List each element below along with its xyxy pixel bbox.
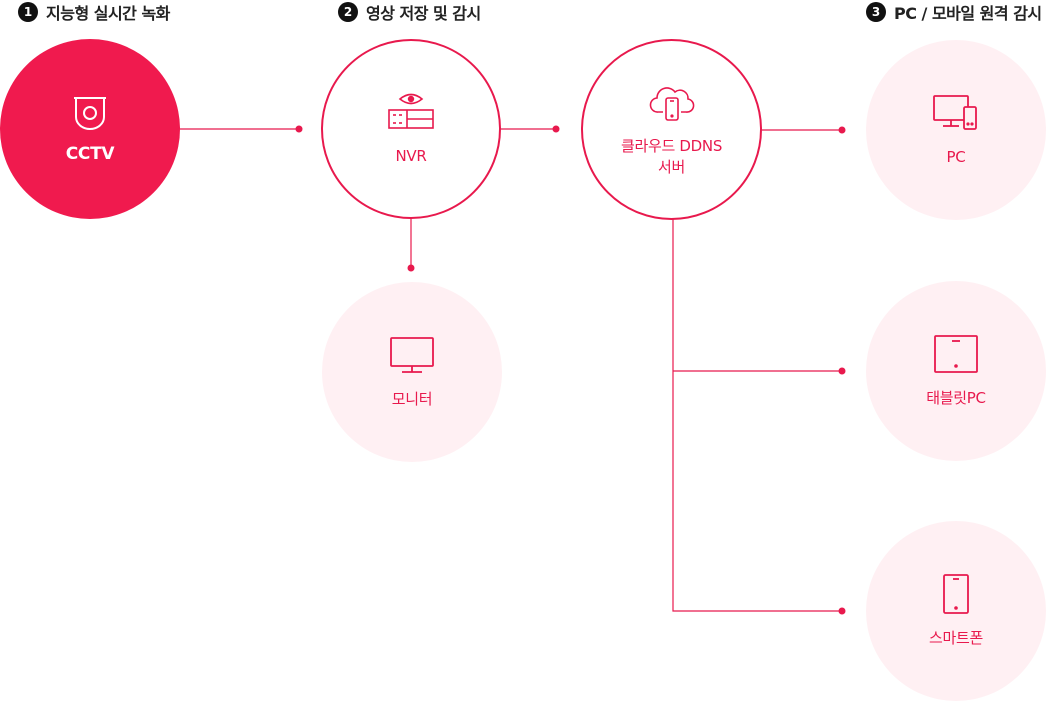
cloud-ddns-node: 클라우드 DDNS 서버 [581, 39, 762, 220]
monitor-label: 모니터 [391, 389, 433, 408]
step-1-header: 1 지능형 실시간 녹화 [18, 0, 170, 24]
step-3-label: PC / 모바일 원격 감시 [894, 4, 1042, 23]
nvr-recorder-icon [388, 93, 434, 129]
smartphone-icon [943, 573, 969, 614]
connector-dot [407, 264, 415, 272]
connector-dot [838, 367, 846, 375]
pc-node: PC [866, 40, 1046, 220]
connector-dot [838, 607, 846, 615]
pc-label: PC [946, 147, 966, 166]
cloud-ddns-label-line1: 클라우드 DDNS [620, 136, 723, 155]
step-1-label: 지능형 실시간 녹화 [46, 4, 170, 23]
cctv-label: CCTV [65, 143, 115, 164]
smartphone-node: 스마트폰 [866, 521, 1046, 701]
step-3-header: 3 PC / 모바일 원격 감시 [866, 0, 1042, 24]
desktop-phone-icon [933, 94, 977, 130]
step-2-label: 영상 저장 및 감시 [366, 4, 481, 23]
nvr-label: NVR [395, 146, 427, 165]
tablet-icon [934, 334, 978, 373]
cloud-phone-icon [649, 86, 694, 121]
cloud-smartphone-connector [672, 218, 842, 612]
tablet-node: 태블릿PC [866, 281, 1046, 461]
monitor-icon [390, 336, 434, 373]
cloud-ddns-label-line2: 서버 [657, 157, 685, 176]
step-3-number: 3 [866, 2, 886, 22]
step-1-number: 1 [18, 2, 38, 22]
connector-dot [295, 125, 303, 133]
nvr-node: NVR [321, 39, 501, 219]
step-2-number: 2 [338, 2, 358, 22]
tablet-label: 태블릿PC [926, 388, 986, 407]
connector-dot [838, 126, 846, 134]
cctv-node: CCTV [0, 39, 180, 219]
step-2-header: 2 영상 저장 및 감시 [338, 0, 481, 24]
smartphone-label: 스마트폰 [928, 628, 983, 647]
monitor-node: 모니터 [322, 282, 502, 462]
connector-dot [552, 125, 560, 133]
cctv-camera-icon [74, 96, 106, 130]
